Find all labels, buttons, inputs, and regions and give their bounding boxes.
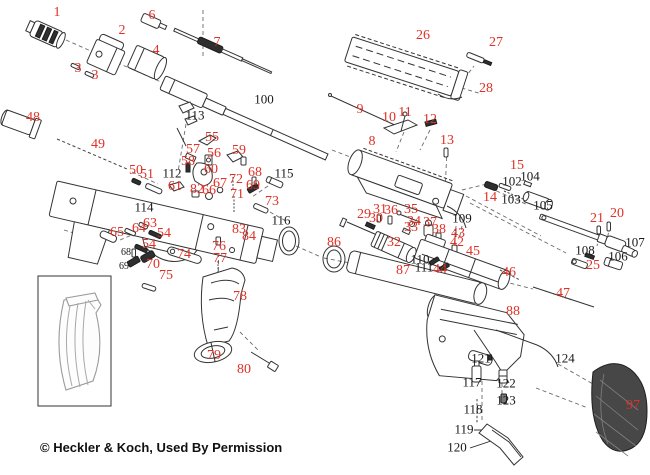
trigger-guard-drawing xyxy=(167,246,202,264)
buffer-ring-drawing xyxy=(322,245,346,273)
grip-base-drawing xyxy=(193,340,233,364)
buffer-tube-drawing xyxy=(346,250,488,305)
inset-box-border xyxy=(37,275,112,407)
magazine-inset xyxy=(37,275,112,407)
retaining-ring-drawing xyxy=(278,226,300,256)
copyright-notice: © Heckler & Koch, Used By Permission xyxy=(40,440,283,455)
operating-rod-drawing xyxy=(173,27,273,75)
sight-base-drawing xyxy=(382,119,419,135)
carrier-pins-drawing xyxy=(428,256,450,272)
gas-block-pin xyxy=(84,70,95,78)
action-spring-drawing xyxy=(56,138,128,170)
receiver-pin-drawing xyxy=(145,183,163,195)
barrel-collar-drawing xyxy=(127,45,168,81)
latch-drawing xyxy=(571,258,588,270)
recoil-pad-drawing xyxy=(591,363,648,457)
buffer-spring-drawing xyxy=(499,269,521,281)
gas-piston-drawing xyxy=(140,13,168,31)
latch-pin-drawing xyxy=(584,252,596,261)
butt-spacer-drawing xyxy=(478,423,524,466)
bolt-group-parts xyxy=(339,205,467,263)
gas-block-pin xyxy=(70,62,81,70)
spring-pin-drawing xyxy=(131,177,142,186)
buttstock-drawing xyxy=(426,294,525,382)
upper-receiver-drawing xyxy=(347,147,465,220)
guard-pin-drawing xyxy=(141,283,157,292)
flash-hider-drawing xyxy=(25,20,66,49)
barrel-drawing xyxy=(159,75,329,161)
gas-tube-drawing xyxy=(328,93,398,127)
handle-pin-drawing xyxy=(596,225,601,235)
latch-button-drawing xyxy=(621,245,638,258)
handle-pin-drawing xyxy=(606,221,611,232)
recoil-rod-drawing xyxy=(532,286,595,308)
sight-pin-drawing xyxy=(400,111,408,132)
receiver-pin-drawing xyxy=(265,176,284,189)
bolt-catch-parts xyxy=(99,221,162,268)
takedown-lever-drawing xyxy=(176,101,198,147)
stock-internal-parts xyxy=(471,354,508,423)
grip-screw-drawing xyxy=(250,351,279,372)
buffer-tube-end-drawing xyxy=(0,109,42,140)
retaining-clip-drawing xyxy=(437,93,463,100)
forward-assist-parts xyxy=(484,180,553,211)
small-pin-drawing xyxy=(424,118,438,127)
handguard-screw-drawing xyxy=(466,52,493,67)
trigger-group-parts xyxy=(168,134,269,214)
sling-swivel-drawing xyxy=(495,329,559,368)
grip-detent-drawing xyxy=(215,236,221,246)
charging-handle-drawing xyxy=(539,213,627,252)
handguard-drawing xyxy=(344,34,469,101)
pistol-grip-drawing xyxy=(200,267,246,347)
takedown-pin-drawing xyxy=(443,147,449,158)
gas-block-drawing xyxy=(86,33,126,76)
latch-body-drawing xyxy=(603,257,624,271)
